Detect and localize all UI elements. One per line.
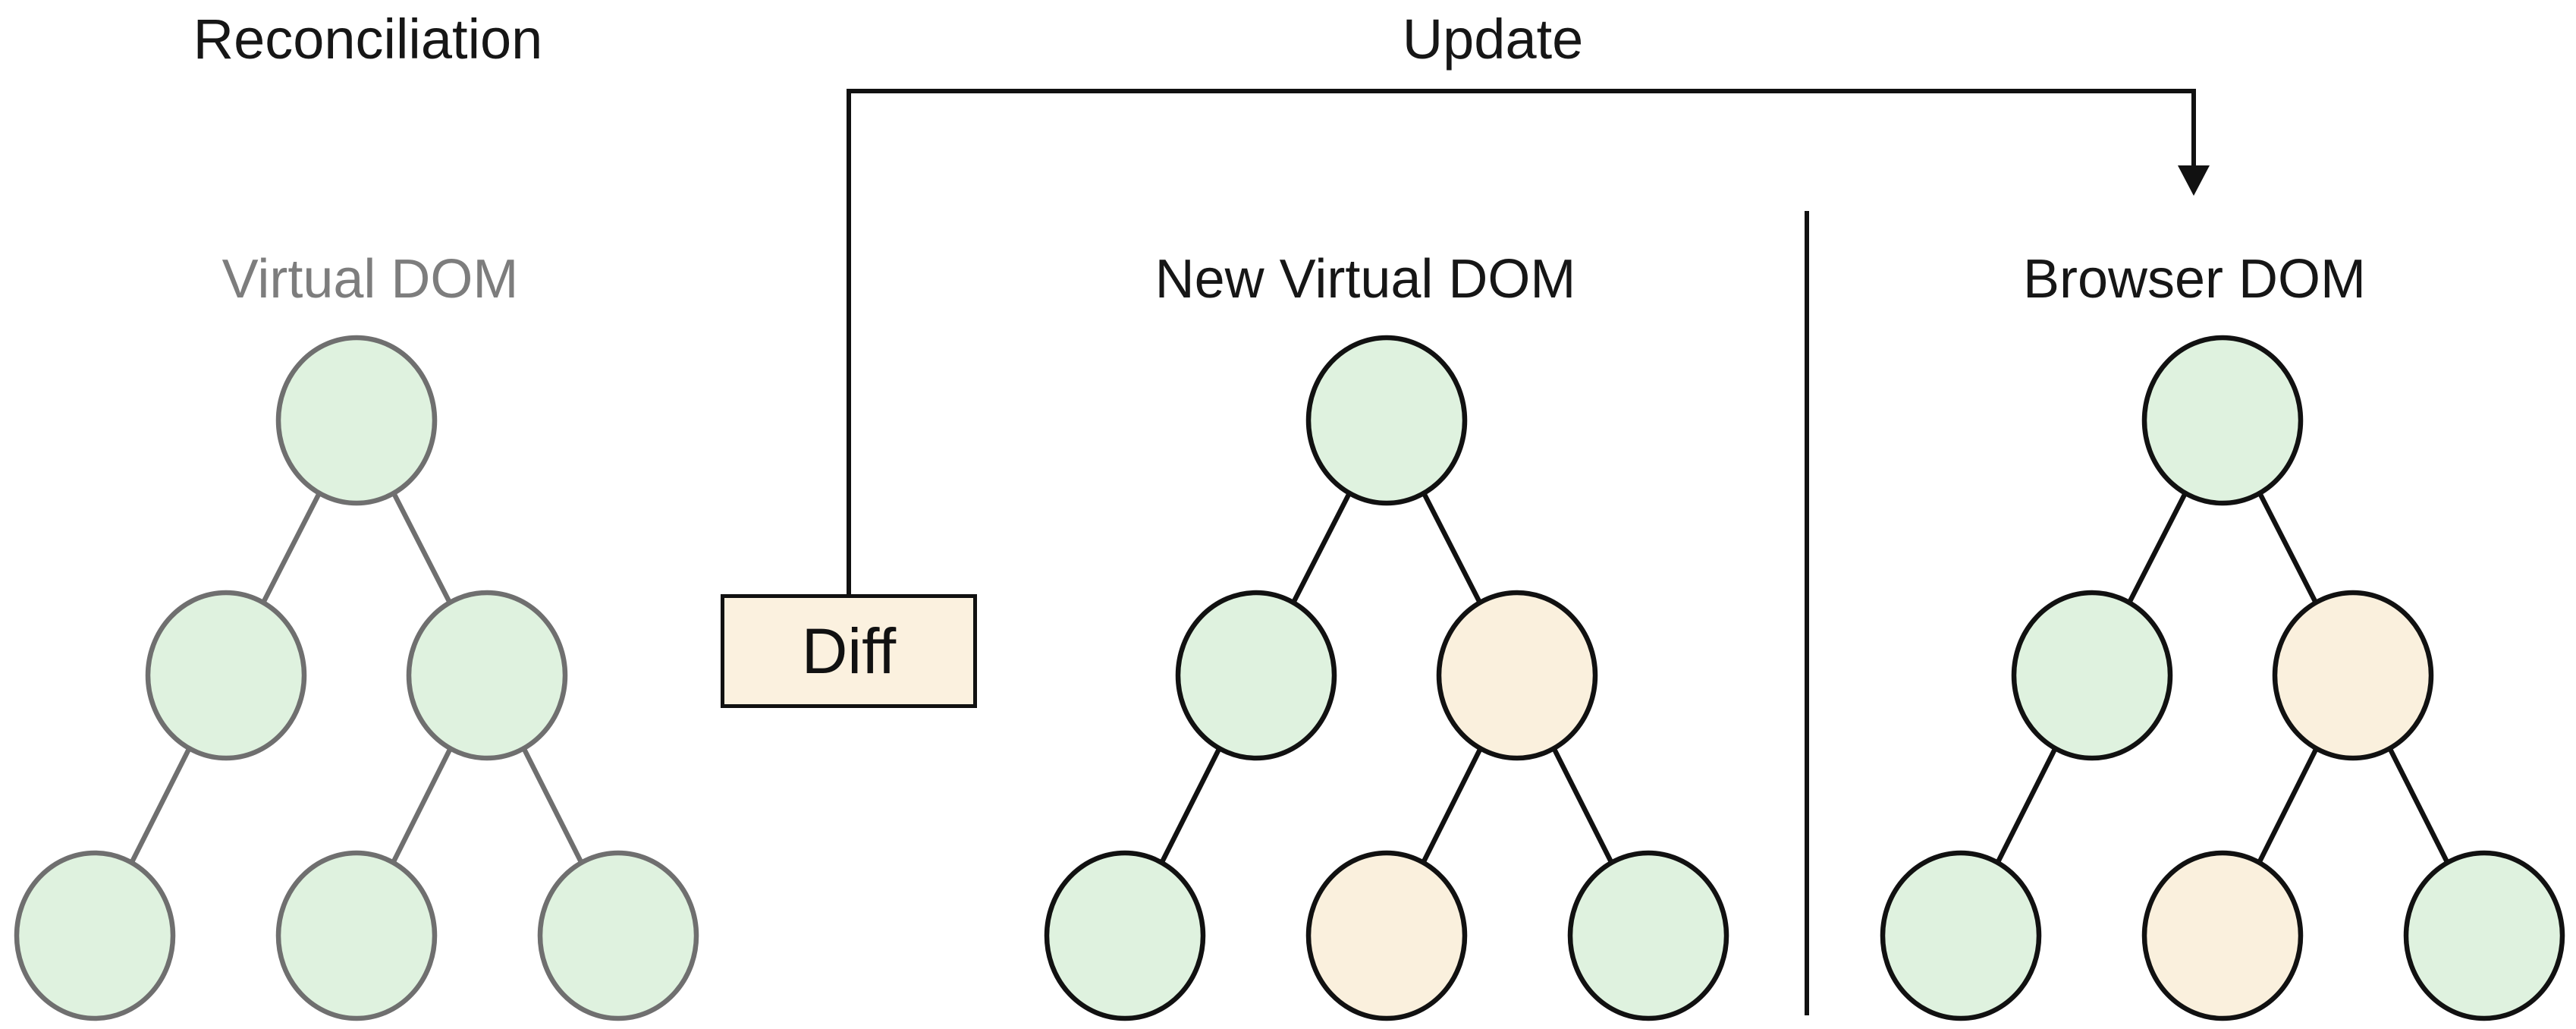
flow-label-update: Update <box>1402 8 1584 71</box>
tree-new-virtual-dom-node-bottom-center <box>1305 850 1468 1021</box>
tree-label-new-virtual-dom: New Virtual DOM <box>1154 249 1576 310</box>
trees-layer <box>14 335 2565 1021</box>
tree-virtual-dom-node-mid-right <box>406 590 568 761</box>
tree-label-browser-dom: Browser DOM <box>2022 249 2367 310</box>
tree-browser-dom-node-mid-left <box>2011 590 2173 761</box>
section-title-reconciliation: Reconciliation <box>193 8 543 71</box>
tree-virtual-dom-node-bottom-center <box>275 850 438 1021</box>
tree-new-virtual-dom-node-bottom-left <box>1044 850 1206 1021</box>
tree-browser-dom-node-root <box>2141 335 2304 506</box>
diff-box: Diff <box>721 594 977 708</box>
tree-virtual-dom-node-bottom-left <box>14 850 176 1021</box>
tree-browser-dom-node-bottom-right <box>2403 850 2565 1021</box>
tree-virtual-dom-node-mid-left <box>145 590 307 761</box>
tree-browser-dom <box>1880 335 2565 1021</box>
tree-new-virtual-dom-node-root <box>1305 335 1468 506</box>
tree-new-virtual-dom <box>1044 335 1729 1021</box>
tree-browser-dom-node-bottom-center <box>2141 850 2304 1021</box>
update-flow-arrow-line <box>847 89 2196 594</box>
tree-new-virtual-dom-node-bottom-right <box>1567 850 1729 1021</box>
tree-browser-dom-node-bottom-left <box>1880 850 2042 1021</box>
arrowhead-down-icon <box>2178 165 2210 196</box>
tree-browser-dom-node-mid-right <box>2272 590 2434 761</box>
tree-virtual-dom <box>14 335 699 1021</box>
tree-new-virtual-dom-node-mid-left <box>1175 590 1337 761</box>
diff-box-label: Diff <box>801 615 897 687</box>
tree-virtual-dom-node-root <box>275 335 438 506</box>
tree-virtual-dom-node-bottom-right <box>537 850 699 1021</box>
tree-label-virtual-dom: Virtual DOM <box>221 249 519 310</box>
tree-new-virtual-dom-node-mid-right <box>1436 590 1598 761</box>
